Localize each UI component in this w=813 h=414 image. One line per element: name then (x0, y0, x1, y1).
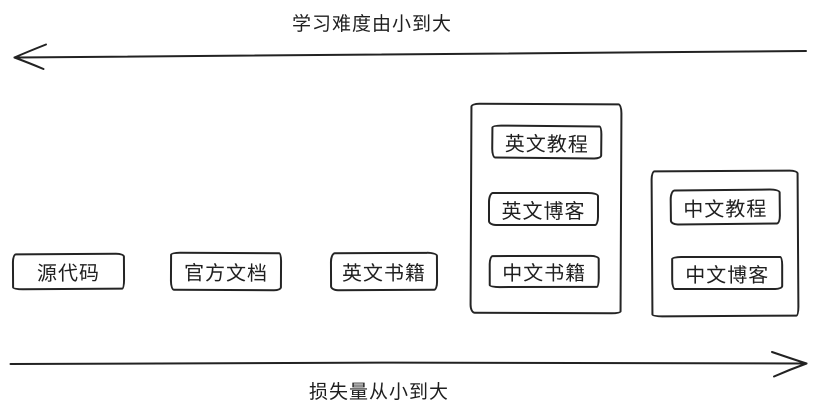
box-source-code: 源代码 (11, 252, 126, 291)
left-arrowhead-icon (13, 43, 47, 59)
box-english-books: 英文书籍 (329, 251, 439, 292)
loss-axis-arrow (9, 351, 808, 378)
right-arrowhead-icon (773, 362, 808, 378)
right-arrowhead-icon (771, 351, 808, 365)
box-label: 中文书籍 (502, 262, 587, 286)
arrow-line (15, 50, 807, 59)
arrow-line (9, 361, 806, 365)
box-label: 官方文档 (183, 262, 269, 286)
box-label: 英文博客 (501, 200, 586, 223)
group-chinese-content: 中文教程 中文博客 (650, 169, 800, 318)
box-english-blogs: 英文博客 (487, 191, 599, 226)
box-label: 源代码 (36, 262, 101, 286)
difficulty-axis-arrow (13, 43, 807, 70)
box-chinese-tutorials: 中文教程 (669, 188, 781, 226)
box-label: 英文书籍 (341, 262, 427, 286)
difficulty-axis-label: 学习难度由小到大 (292, 14, 453, 35)
box-chinese-books: 中文书籍 (488, 254, 600, 289)
box-chinese-blogs: 中文博客 (671, 255, 784, 291)
loss-axis-label: 损失量从小到大 (309, 382, 450, 403)
box-official-docs: 官方文档 (169, 251, 283, 292)
box-label: 中文教程 (683, 198, 768, 221)
box-english-tutorials: 英文教程 (491, 124, 603, 160)
group-english-and-chinese-books: 英文教程 英文博客 中文书籍 (469, 102, 623, 315)
box-label: 英文教程 (504, 133, 589, 156)
box-label: 中文博客 (685, 264, 770, 287)
left-arrowhead-icon (13, 56, 45, 70)
